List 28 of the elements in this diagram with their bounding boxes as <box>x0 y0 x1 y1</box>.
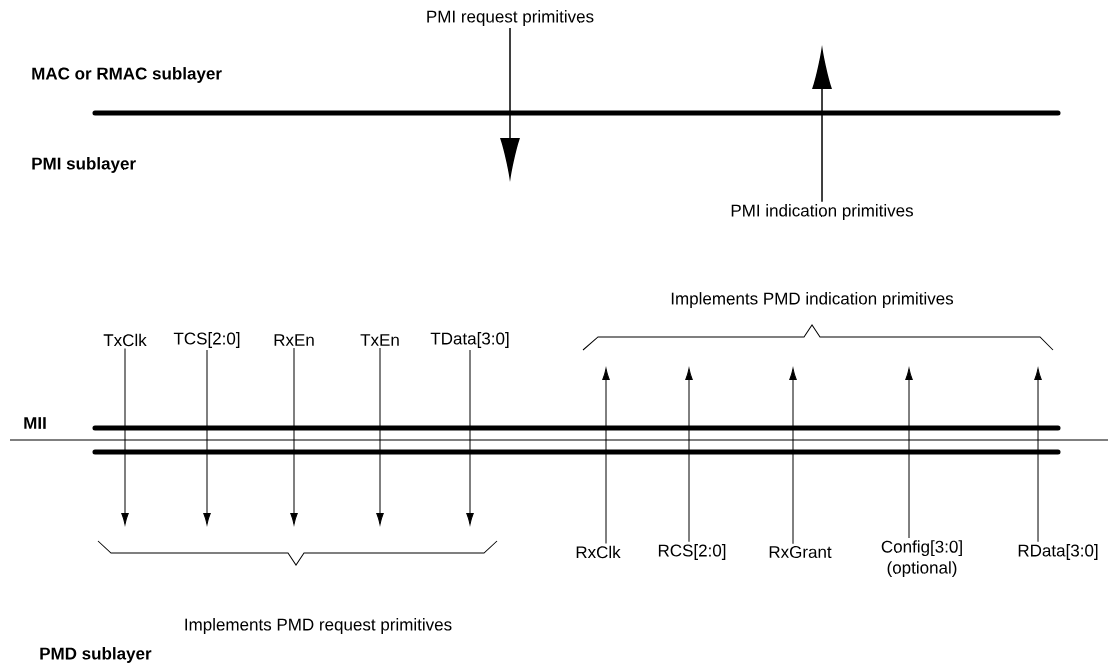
signal-label: TData[3:0] <box>430 332 509 348</box>
signal-label: Config[3:0] (optional) <box>881 540 962 578</box>
signal-label: PMI request primitives <box>427 10 594 26</box>
arrow <box>685 368 693 543</box>
signal-label: RxGrant <box>769 546 832 558</box>
arrow <box>1034 368 1042 543</box>
signal-label: RxClk <box>576 545 621 559</box>
signal-label: TCS[2:0] <box>173 332 240 348</box>
arrow <box>121 347 129 525</box>
arrow <box>602 368 610 545</box>
arrow <box>203 349 211 525</box>
layer-label: MII <box>24 417 46 429</box>
brace-label: Implements PMD indication primitives <box>671 292 954 308</box>
arrow <box>905 368 913 539</box>
signal-label: PMI indication primitives <box>731 204 913 220</box>
signal-label: RxEn <box>274 334 314 346</box>
arrow <box>290 347 298 525</box>
signal-label: RCS[2:0] <box>658 544 726 560</box>
brace-label: Implements PMD request primitives <box>185 618 452 634</box>
layer-label: PMD sublayer <box>40 647 152 663</box>
signal-label: TxEn <box>360 334 399 346</box>
arrow <box>466 349 474 525</box>
layer-label: MAC or RMAC sublayer <box>32 67 222 83</box>
arrow <box>376 347 384 525</box>
arrow <box>789 368 797 545</box>
signal-label: RData[3:0] <box>1018 544 1098 560</box>
layer-label: PMI sublayer <box>32 157 136 173</box>
signal-label: TxClk <box>103 333 147 347</box>
